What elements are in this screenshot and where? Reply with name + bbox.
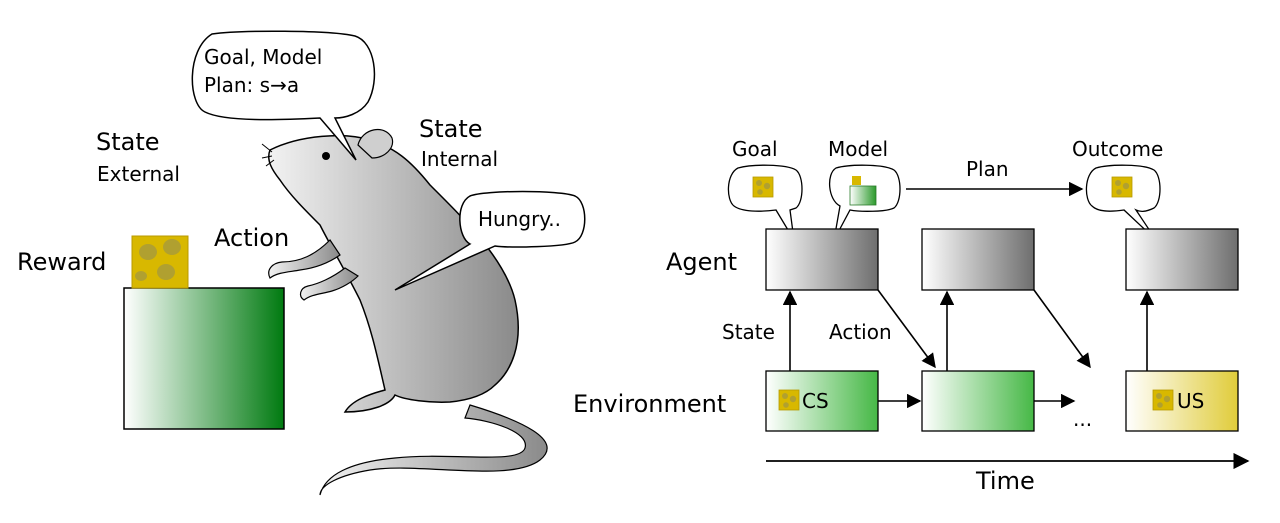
ellipsis: ... xyxy=(1073,407,1092,431)
cs-cheese-icon xyxy=(778,389,800,411)
rat-ear-icon xyxy=(357,128,394,159)
goal-label: Goal xyxy=(732,137,778,161)
outcome-cheese-icon xyxy=(1111,176,1133,198)
rat-arm-icon xyxy=(268,239,341,279)
model-icon xyxy=(849,176,877,206)
rat-tail-icon xyxy=(319,404,548,496)
environment-label: Environment xyxy=(573,390,726,418)
rat-icon xyxy=(268,134,519,413)
cheese-icon xyxy=(131,235,189,289)
agent-box-1 xyxy=(765,228,879,291)
cs-label: CS xyxy=(802,389,829,413)
action-arrow-1 xyxy=(877,289,936,369)
rat-eye-icon xyxy=(322,152,330,160)
reward-box xyxy=(123,287,285,430)
thought-line-1: Goal, Model xyxy=(204,45,322,69)
state-internal-title: State xyxy=(419,115,483,143)
model-label: Model xyxy=(828,137,888,161)
state-external-title: State xyxy=(96,128,160,156)
goal-bubble xyxy=(727,164,803,241)
outcome-label: Outcome xyxy=(1072,137,1163,161)
rat-whiskers-icon xyxy=(261,143,275,167)
state-external-subtitle: External xyxy=(97,162,180,186)
right-diagram: Goal Model Plan Outcome CS US xyxy=(573,137,1250,495)
outcome-bubble xyxy=(1085,164,1161,241)
goal-cheese-icon xyxy=(752,176,774,198)
hungry-text: Hungry.. xyxy=(478,207,561,231)
env-box-cs xyxy=(765,370,879,432)
agent-label: Agent xyxy=(666,248,737,276)
state-arrow-label: State xyxy=(722,320,775,344)
state-internal-subtitle: Internal xyxy=(421,147,498,171)
reward-label: Reward xyxy=(17,248,106,276)
time-label: Time xyxy=(975,467,1035,495)
action-label: Action xyxy=(214,224,289,252)
env-box-us xyxy=(1125,370,1239,432)
us-cheese-icon xyxy=(1152,389,1174,411)
thought-line-2: Plan: s→a xyxy=(204,73,299,97)
agent-box-2 xyxy=(921,228,1035,291)
us-label: US xyxy=(1177,389,1204,413)
hungry-bubble xyxy=(394,190,586,291)
rat-arm2-icon xyxy=(299,267,359,301)
agent-box-3 xyxy=(1125,228,1239,291)
left-scene: Goal, Model Plan: s→a Hungry.. State Ext… xyxy=(17,30,586,496)
thought-bubble xyxy=(191,30,376,161)
plan-label: Plan xyxy=(966,157,1009,181)
action-arrow-2 xyxy=(1033,289,1091,369)
action-arrow-label: Action xyxy=(829,320,892,344)
env-box-2 xyxy=(921,370,1035,432)
